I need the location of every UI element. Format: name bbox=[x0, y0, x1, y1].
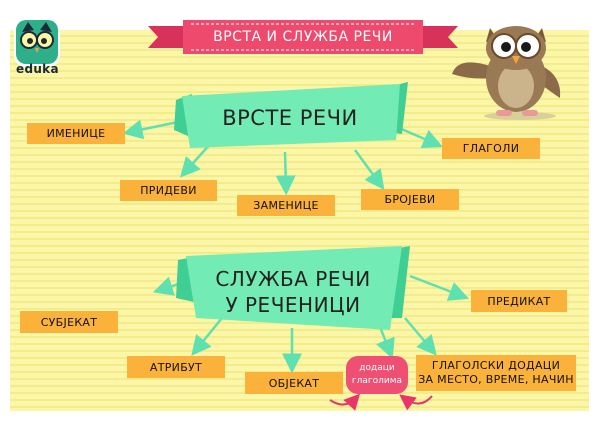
box-object: ОБЈЕКАТ bbox=[245, 372, 343, 394]
section-heading-word-types: ВРСТЕ РЕЧИ bbox=[222, 106, 358, 130]
note-line2: глаголима bbox=[351, 376, 403, 386]
section-heading-sentence-roles: СЛУЖБА РЕЧИ У РЕЧЕНИЦИ bbox=[198, 266, 388, 318]
box-verbs: ГЛАГОЛИ bbox=[442, 138, 540, 159]
section-heading-line1: СЛУЖБА РЕЧИ bbox=[215, 267, 371, 291]
verb-complements-note: додаци глаголима bbox=[346, 356, 408, 394]
adverbials-line1: ГЛАГОЛСКИ ДОДАЦИ bbox=[431, 359, 561, 372]
section-heading-line2: У РЕЧЕНИЦИ bbox=[225, 293, 361, 317]
owl-mascot-icon bbox=[452, 26, 561, 120]
box-pronouns: ЗАМЕНИЦЕ bbox=[237, 195, 335, 216]
note-line1: додаци bbox=[359, 363, 395, 373]
box-adverbials: ГЛАГОЛСКИ ДОДАЦИ ЗА МЕСТО, ВРЕМЕ, НАЧИН bbox=[416, 355, 576, 391]
logo-text: eduka bbox=[16, 62, 59, 76]
box-numerals: БРОЈЕВИ bbox=[361, 189, 459, 210]
box-attribute: АТРИБУТ bbox=[127, 356, 225, 378]
adverbials-line2: ЗА МЕСТО, ВРЕМЕ, НАЧИН bbox=[418, 373, 574, 386]
box-subject: СУБЈЕКАТ bbox=[20, 311, 118, 333]
box-nouns: ИМЕНИЦЕ bbox=[27, 123, 125, 144]
title-ribbon bbox=[148, 20, 458, 54]
box-adjectives: ПРИДЕВИ bbox=[120, 180, 217, 201]
eduka-logo-icon bbox=[14, 16, 60, 66]
box-predicate: ПРЕДИКАТ bbox=[471, 290, 567, 312]
page-title: ВРСТА И СЛУЖБА РЕЧИ bbox=[213, 29, 393, 45]
